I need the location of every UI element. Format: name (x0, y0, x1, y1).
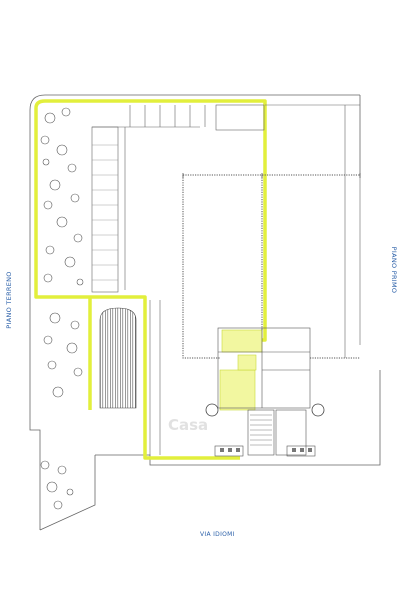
ramp-hatched (99, 307, 137, 409)
entrance-block (214, 327, 316, 457)
main-hall-ticks (182, 173, 361, 178)
street-label: VIA IDIOMI (200, 531, 235, 538)
first-floor-label: PIANO PRIMO (390, 246, 398, 294)
ground-floor-label: PIANO TERRENO (5, 271, 13, 329)
watermark: Casa (168, 416, 209, 434)
ground-floor-highlight (34, 99, 267, 460)
columns (205, 403, 325, 417)
site-boundary (29, 94, 381, 531)
highlight-rooms (219, 329, 263, 411)
main-hall (182, 174, 360, 359)
stairs (250, 414, 272, 446)
fixtures (220, 448, 312, 452)
trees (40, 107, 84, 510)
building-outline (91, 104, 361, 455)
parking-stalls (92, 144, 118, 281)
